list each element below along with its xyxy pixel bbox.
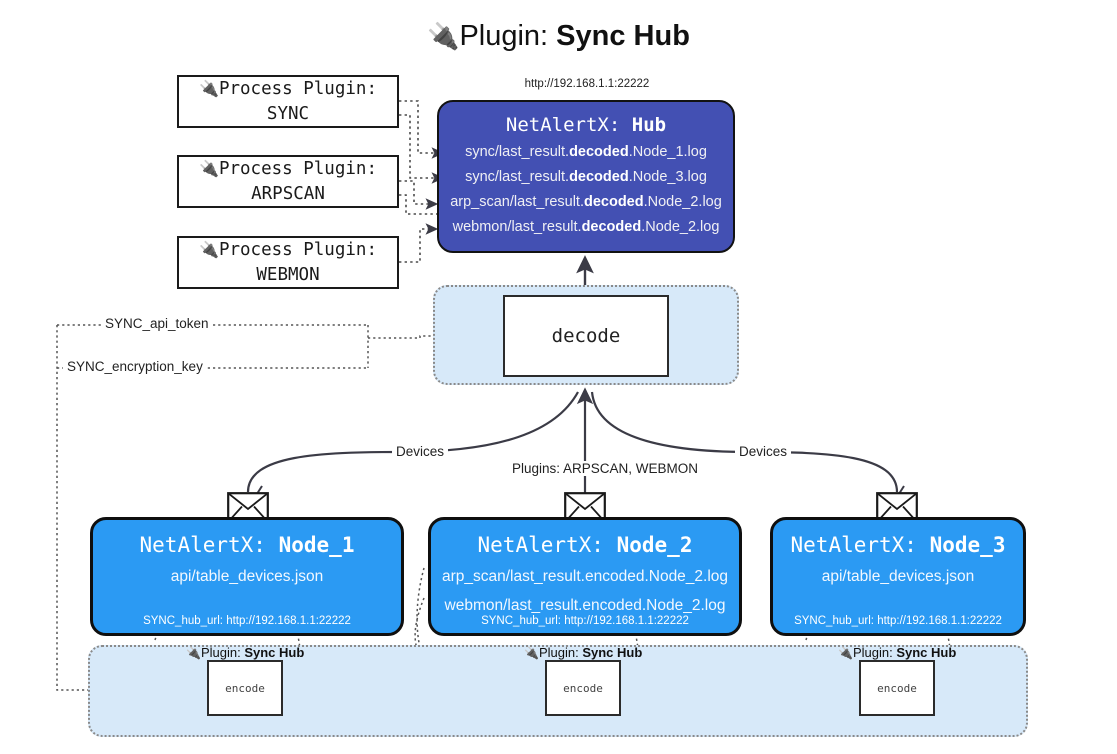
plug-icon: 🔌: [427, 21, 460, 51]
encode-caption: 🔌Plugin: Sync Hub: [838, 645, 957, 660]
page-title-name: Sync Hub: [556, 20, 690, 52]
token-label-api-token: SYNC_api_token: [101, 316, 213, 331]
hub-url-caption: http://192.168.1.1:22222: [524, 78, 650, 90]
node-title: NetAlertX: Node_2: [477, 533, 693, 557]
process-plugin-box-webmon[interactable]: 🔌Process Plugin: WEBMON: [177, 236, 399, 289]
plug-icon: 🔌: [838, 646, 853, 660]
process-plugin-box-arpscan[interactable]: 🔌Process Plugin: ARPSCAN: [177, 155, 399, 208]
process-plugin-line2: ARPSCAN: [251, 184, 325, 204]
node-title: NetAlertX: Node_1: [139, 533, 355, 557]
token-label-encryption-key: SYNC_encryption_key: [63, 359, 207, 374]
hub-log-line: sync/last_result.decoded.Node_3.log: [465, 169, 707, 185]
node-log-line: webmon/last_result.encoded.Node_2.log: [444, 597, 726, 614]
page-title-prefix: Plugin:: [459, 20, 549, 52]
process-plugin-line1: 🔌Process Plugin:: [199, 79, 377, 99]
node-log-line: arp_scan/last_result.encoded.Node_2.log: [441, 568, 729, 585]
plug-icon: 🔌: [199, 79, 219, 98]
node-box-node-2[interactable]: NetAlertX: Node_2 arp_scan/last_result.e…: [428, 517, 742, 636]
edge-label-plugins-center: Plugins: ARPSCAN, WEBMON: [508, 461, 703, 476]
node-box-node-1[interactable]: NetAlertX: Node_1 api/table_devices.json…: [90, 517, 404, 636]
process-plugin-line2: WEBMON: [256, 265, 320, 285]
hub-log-line: arp_scan/last_result.decoded.Node_2.log: [450, 194, 722, 210]
process-plugin-line2: SYNC: [266, 104, 310, 124]
node-hub-url: SYNC_hub_url: http://192.168.1.1:22222: [143, 615, 351, 627]
node-log-line: api/table_devices.json: [821, 568, 975, 585]
hub-title: NetAlertX: Hub: [505, 114, 667, 136]
encode-caption: 🔌Plugin: Sync Hub: [186, 645, 305, 660]
encode-box[interactable]: encode: [207, 660, 283, 716]
page-title: 🔌Plugin: Sync Hub: [0, 16, 1117, 56]
encode-box[interactable]: encode: [859, 660, 935, 716]
plug-icon: 🔌: [524, 646, 539, 660]
process-plugin-line1: 🔌Process Plugin:: [199, 159, 377, 179]
node-box-node-3[interactable]: NetAlertX: Node_3 api/table_devices.json…: [770, 517, 1026, 636]
hub-log-line: webmon/last_result.decoded.Node_2.log: [452, 219, 720, 235]
encode-caption: 🔌Plugin: Sync Hub: [524, 645, 643, 660]
hub-log-line: sync/last_result.decoded.Node_1.log: [465, 144, 707, 160]
plug-icon: 🔌: [186, 646, 201, 660]
plug-icon: 🔌: [199, 159, 219, 178]
edge-label-devices-right: Devices: [735, 444, 792, 459]
process-plugin-line1: 🔌Process Plugin:: [199, 240, 377, 260]
node-hub-url: SYNC_hub_url: http://192.168.1.1:22222: [794, 615, 1002, 627]
decode-box[interactable]: decode: [503, 295, 669, 377]
node-title: NetAlertX: Node_3: [790, 533, 1006, 557]
encode-box[interactable]: encode: [545, 660, 621, 716]
hub-box[interactable]: NetAlertX: Hub sync/last_result.decoded.…: [437, 100, 735, 253]
node-log-line: api/table_devices.json: [170, 568, 324, 585]
process-plugin-box-sync[interactable]: 🔌Process Plugin: SYNC: [177, 75, 399, 128]
plug-icon: 🔌: [199, 240, 219, 259]
node-hub-url: SYNC_hub_url: http://192.168.1.1:22222: [481, 615, 689, 627]
edge-label-devices-left: Devices: [392, 444, 449, 459]
